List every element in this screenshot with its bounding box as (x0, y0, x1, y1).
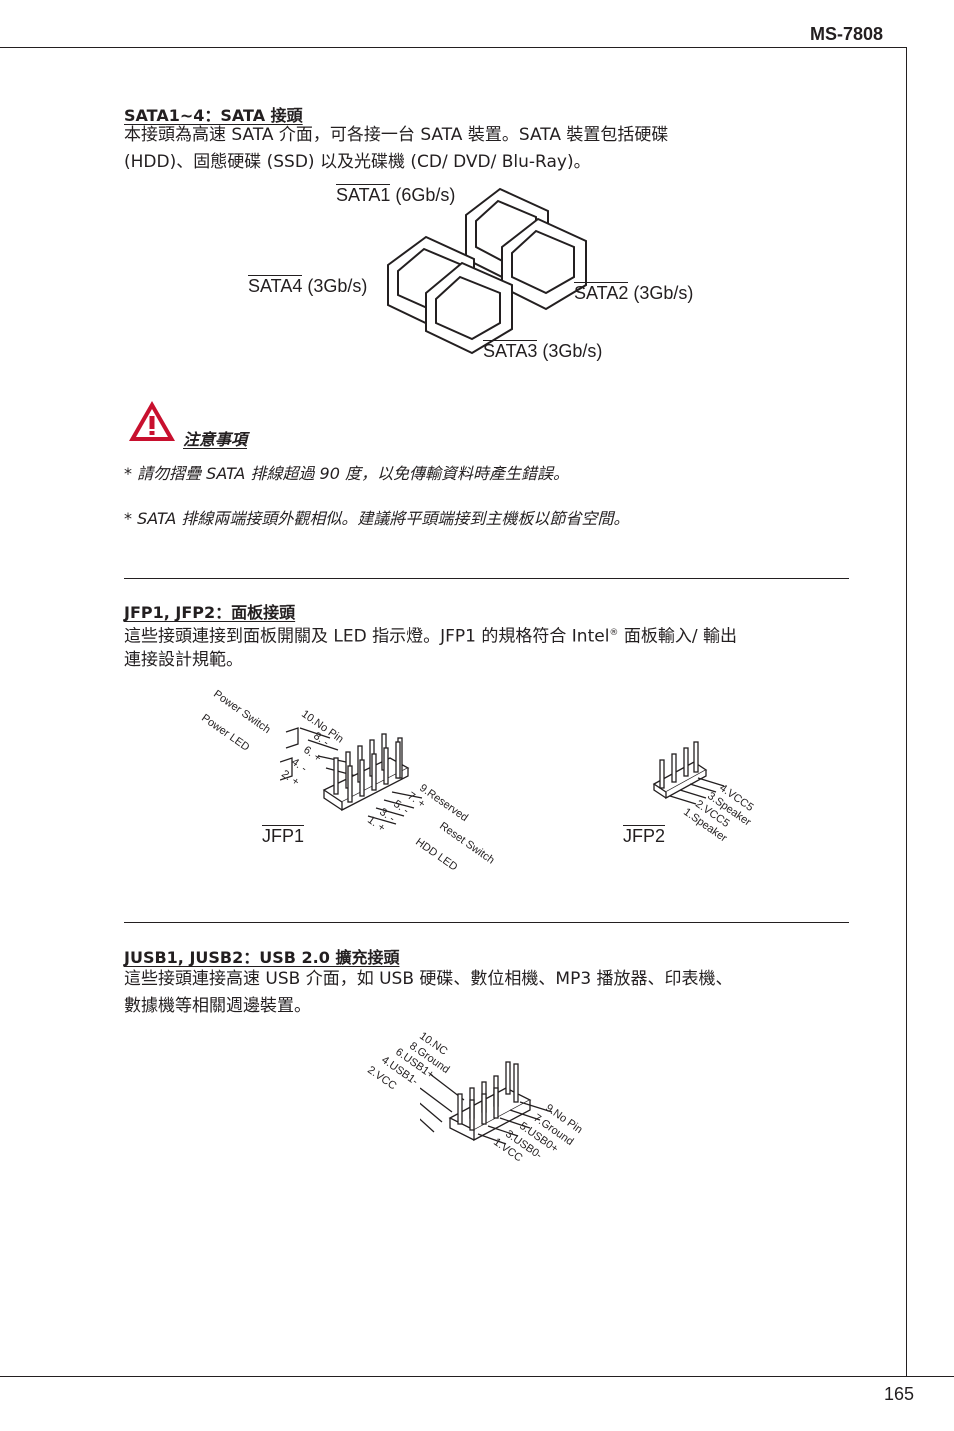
sata4-port-label: SATA4 (3Gb/s) (248, 275, 368, 297)
jusb-pin-header (420, 1061, 553, 1145)
jfp-desc-b: 面板輸入/ 輸出 (618, 626, 737, 647)
caution-item-1: * 請勿摺疊 SATA 排線超過 90 度，以免傳輸資料時產生錯誤。 (124, 464, 569, 483)
sata2-port-label: SATA2 (3Gb/s) (574, 282, 694, 304)
sata4-speed: (3Gb/s) (307, 276, 368, 296)
header-rule (0, 47, 907, 48)
sata1-port-label: SATA1 (6Gb/s) (336, 184, 456, 206)
right-border-rule (906, 47, 907, 1377)
jfp1-name: JFP1 (262, 825, 305, 846)
sata1-speed: (6Gb/s) (395, 185, 456, 205)
jfp2-header-label: JFP2 (623, 825, 666, 847)
model-name: MS-7808 (810, 24, 884, 44)
footer-rule (0, 1376, 954, 1377)
jfp-desc-a: 這些接頭連接到面板開關及 LED 指示燈。JFP1 的規格符合 Intel (124, 626, 610, 647)
sata3-name: SATA3 (483, 340, 538, 361)
sata2-speed: (3Gb/s) (633, 283, 694, 303)
sata4-name: SATA4 (248, 275, 303, 296)
registered-mark: ® (609, 628, 619, 638)
jfp-section-title: JFP1, JFP2：面板接頭 (124, 603, 296, 622)
warning-icon (129, 401, 175, 441)
jfp1-label-hdd-led: HDD LED (413, 836, 460, 874)
jfp-description-line-2: 連接設計規範。 (124, 650, 243, 670)
caution-item-2: * SATA 排線兩端接頭外觀相似。建議將平頭端接到主機板以節省空間。 (124, 509, 630, 528)
jfp2-name: JFP2 (623, 825, 666, 846)
section-divider-2 (124, 922, 849, 923)
jfp-description-line-1: 這些接頭連接到面板開關及 LED 指示燈。JFP1 的規格符合 Intel® 面… (124, 620, 737, 651)
jusb-description-line-1: 這些接頭連接高速 USB 介面，如 USB 硬碟、數位相機、MP3 播放器、印表… (124, 969, 733, 989)
jusb-section-title: JUSB1, JUSB2：USB 2.0 擴充接頭 (124, 948, 400, 967)
sata-connectors-illustration (387, 187, 587, 355)
jusb-description-line-2: 數據機等相關週邊裝置。 (124, 996, 311, 1016)
page-number: 165 (884, 1384, 915, 1404)
sata3-port-label: SATA3 (3Gb/s) (483, 340, 603, 362)
sata-description-line-1: 本接頭為高速 SATA 介面，可各接一台 SATA 裝置。SATA 裝置包括硬碟 (124, 125, 669, 145)
sata-description-line-2: (HDD)、固態硬碟 (SSD) 以及光碟機 (CD/ DVD/ Blu-Ray… (124, 152, 591, 172)
jfp2-pin-header (652, 741, 725, 805)
sata2-name: SATA2 (574, 282, 629, 303)
sata3-speed: (3Gb/s) (542, 341, 603, 361)
caution-title: 注意事項 (183, 430, 248, 449)
jfp1-header-label: JFP1 (262, 825, 305, 847)
section-divider-1 (124, 578, 849, 579)
sata1-name: SATA1 (336, 184, 391, 205)
jfp1-pin-header (280, 727, 423, 825)
sata-section-title: SATA1~4：SATA 接頭 (124, 106, 303, 125)
